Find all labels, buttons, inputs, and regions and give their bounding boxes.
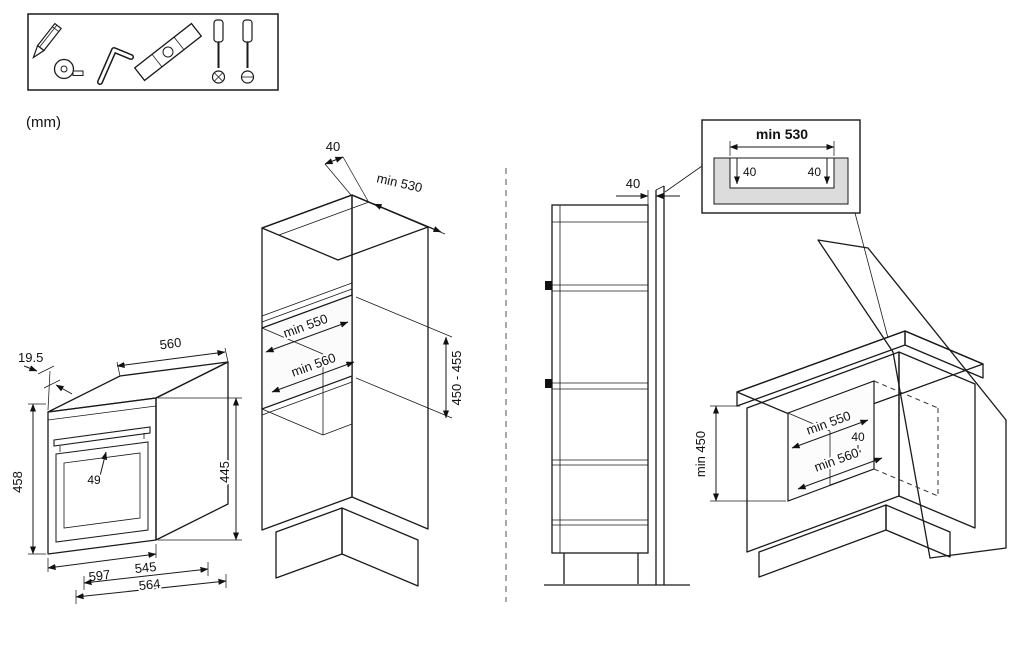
tape-measure-icon (53, 58, 84, 80)
inset-cutout (729, 157, 835, 189)
base-front-face (746, 351, 900, 553)
wall-panel (817, 239, 1007, 559)
hinge-mark-lower (545, 379, 552, 388)
dim-oven-body-height-label: 445 (217, 461, 232, 483)
dim-inset-cutout-width: min 530 (729, 124, 835, 156)
oven-door (55, 441, 149, 543)
allen-key-icon (97, 47, 134, 85)
dim-oven-body-depth-label: 545 (134, 559, 157, 576)
cutout-detail-inset: min 530 40 40 (664, 119, 889, 339)
oven-top-face (47, 361, 229, 413)
dim-oven-total-depth-label: 564 (138, 576, 161, 593)
column-top-face (261, 194, 429, 261)
dim-column-top-strip-label: 40 (326, 139, 340, 154)
base-cabinet-isometric-view: min 550 40 min 560 min 450 (691, 239, 1007, 578)
tools-panel (27, 13, 279, 91)
dim-oven-handle-label: 49 (87, 473, 101, 487)
dim-base-rear-gap: 40 (849, 428, 867, 459)
dim-inset-left-offset: 40 (733, 158, 759, 185)
dim-oven-total-depth: 564 (75, 574, 227, 604)
column-plinth-side (341, 507, 419, 587)
dim-oven-lip-label: 19.5 (18, 350, 43, 365)
pencil-icon (32, 22, 62, 60)
dim-column-top-depth: min 530 (373, 168, 446, 235)
dim-oven-total-height: 458 (8, 403, 46, 555)
cabinet-side-outline (551, 204, 649, 554)
column-plinth-front (275, 507, 343, 579)
countertop-front-edge (736, 330, 906, 407)
hinge-mark-upper (545, 281, 552, 290)
dim-oven-body-depth: 545 (83, 557, 209, 590)
hidden-depth-top (873, 380, 939, 409)
dim-inset-cutout-width-label: min 530 (756, 126, 808, 142)
column-side-face (351, 194, 429, 530)
dim-oven-lip: 19.5 (16, 348, 73, 411)
dim-column-top-strip: 40 (324, 137, 369, 202)
phillips-screwdriver-icon (211, 19, 226, 84)
dim-oven-body-height: 445 (158, 397, 242, 541)
oven-isometric-view: 19.5 560 458 49 445 (8, 333, 242, 604)
oven-side-face (155, 361, 229, 541)
dim-column-niche-height: 450 - 455 (355, 296, 466, 419)
tall-cabinet-side-view: 40 (544, 174, 690, 586)
inset-leader-right (854, 212, 889, 339)
base-plinth-side (885, 504, 951, 558)
dim-base-niche-height-label: min 450 (693, 431, 708, 477)
units-label: (mm) (26, 114, 61, 131)
dim-oven-total-height-label: 458 (10, 471, 25, 493)
dim-base-niche-height: min 450 (691, 405, 786, 502)
dim-oven-handle: 49 (85, 451, 108, 489)
countertop-side-edge (904, 330, 984, 379)
dim-column-niche-height-label: 450 - 455 (449, 351, 464, 406)
hidden-depth-bottom (873, 468, 939, 497)
dim-inset-right-offset: 40 (806, 158, 831, 185)
column-niche-opening (261, 294, 353, 410)
oven-front-face (47, 397, 157, 555)
inset-leader-left (664, 165, 703, 193)
dim-oven-top-width-label: 560 (159, 335, 182, 353)
tall-cabinet-isometric-view: 40 min 530 min 550 min 560 450 - 455 (261, 137, 466, 587)
base-side-face (898, 351, 976, 529)
dim-column-top-depth-label: min 530 (375, 170, 423, 195)
oven-door-window (63, 452, 141, 529)
dim-oven-top-width: 560 (116, 333, 229, 377)
oven-handle (53, 426, 151, 447)
dim-inset-left-offset-label: 40 (743, 165, 757, 179)
dim-side-wall-gap-label: 40 (626, 176, 640, 191)
flat-screwdriver-icon (240, 19, 255, 84)
column-front-face (261, 194, 353, 531)
dim-base-rear-gap-label: 40 (851, 430, 865, 444)
dim-inset-right-offset-label: 40 (808, 165, 822, 179)
dim-side-wall-gap: 40 (616, 174, 680, 205)
spirit-level-icon (133, 22, 203, 82)
